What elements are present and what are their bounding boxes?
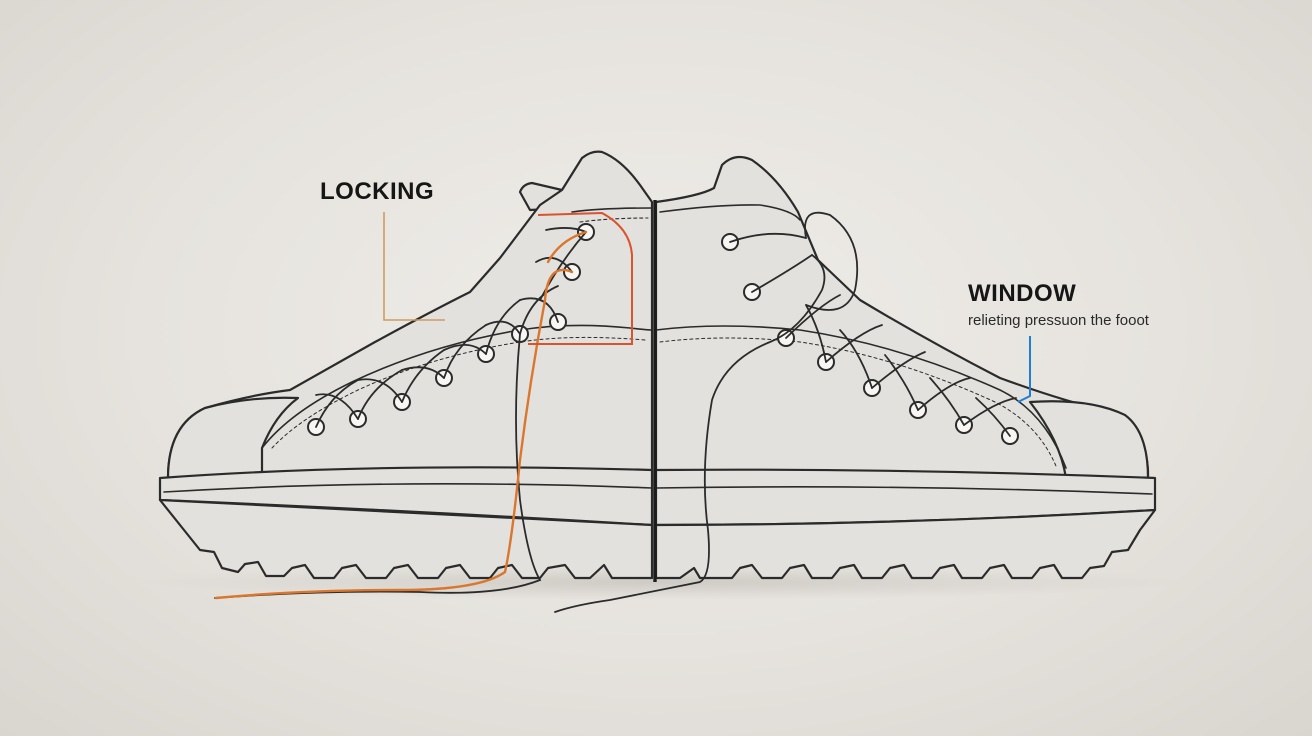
window-label: WINDOW (968, 280, 1076, 308)
left-boot-half (160, 152, 652, 578)
locking-leader (384, 212, 445, 320)
window-description: relieting pressuon the fooot (968, 312, 1149, 329)
locking-label: LOCKING (320, 178, 434, 206)
